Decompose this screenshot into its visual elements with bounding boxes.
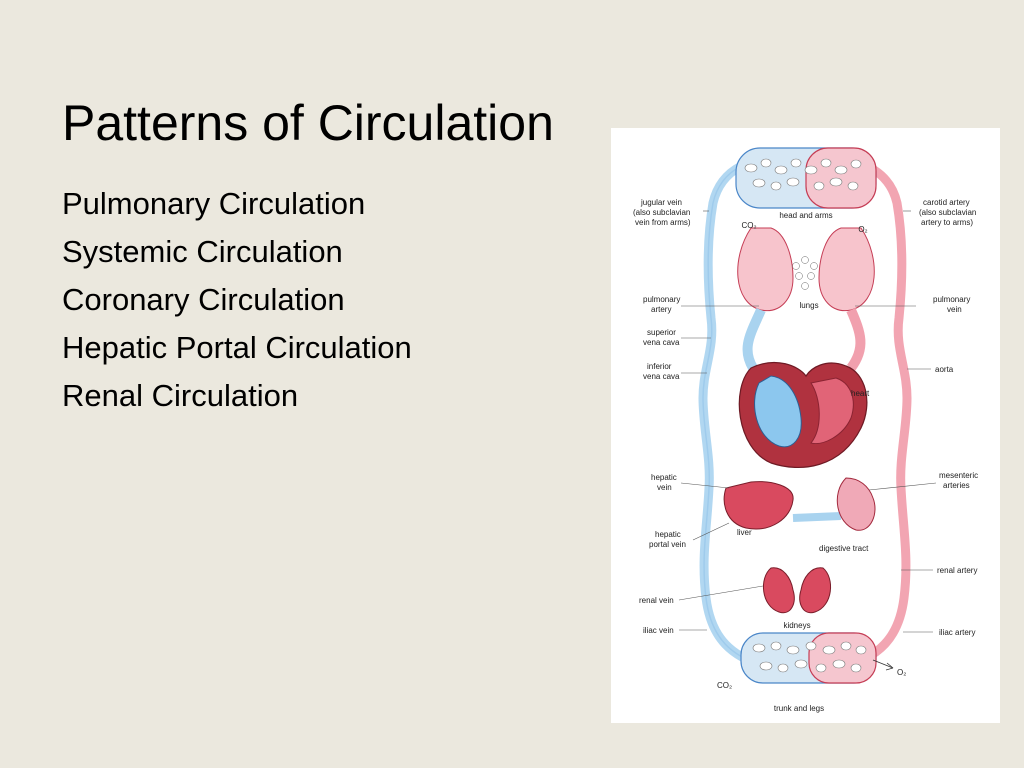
kidneys-diagram <box>763 567 831 614</box>
topic-list: Pulmonary Circulation Systemic Circulati… <box>62 180 412 420</box>
label-mesenteric-arteries-2: arteries <box>943 481 970 490</box>
topic-hepatic-portal: Hepatic Portal Circulation <box>62 330 412 365</box>
circulation-diagram-svg: jugular vein (also subclavian vein from … <box>633 147 978 713</box>
label-mesenteric-arteries-1: mesenteric <box>939 471 978 480</box>
diagram-labels: jugular vein (also subclavian vein from … <box>633 198 978 713</box>
artery-loop-right <box>810 151 912 673</box>
label-kidneys: kidneys <box>783 621 810 630</box>
label-pulmonary-artery-2: artery <box>651 305 671 314</box>
label-carotid-artery-2: (also subclavian <box>919 208 976 217</box>
label-hepatic-vein-1: hepatic <box>651 473 677 482</box>
label-o2-top: O₂ <box>858 225 867 234</box>
capillary-bed-trunk <box>740 632 877 684</box>
circulation-diagram: jugular vein (also subclavian vein from … <box>611 128 1000 723</box>
topic-systemic: Systemic Circulation <box>62 234 343 269</box>
slide-title: Patterns of Circulation <box>62 94 554 151</box>
label-aorta: aorta <box>935 365 954 374</box>
label-trunk-and-legs: trunk and legs <box>774 704 824 713</box>
label-jugular-vein-2: (also subclavian <box>633 208 690 217</box>
label-pulmonary-vein-2: vein <box>947 305 962 314</box>
label-jugular-vein-1: jugular vein <box>640 198 682 207</box>
label-co2-top: CO₂ <box>741 221 756 230</box>
label-iliac-artery: iliac artery <box>939 628 975 637</box>
label-renal-vein: renal vein <box>639 596 674 605</box>
label-lungs: lungs <box>799 301 818 310</box>
label-inferior-vena-cava-2: vena cava <box>643 372 680 381</box>
label-leaders <box>678 210 937 633</box>
topic-pulmonary: Pulmonary Circulation <box>62 186 366 221</box>
label-superior-vena-cava-2: vena cava <box>643 338 680 347</box>
label-carotid-artery-3: artery to arms) <box>921 218 973 227</box>
label-co2-bottom: CO₂ <box>717 681 732 690</box>
label-pulmonary-vein-1: pulmonary <box>933 295 970 304</box>
label-iliac-vein: iliac vein <box>643 626 674 635</box>
label-carotid-artery-1: carotid artery <box>923 198 970 207</box>
label-hepatic-vein-2: vein <box>657 483 672 492</box>
heart-diagram <box>738 361 868 469</box>
topic-renal: Renal Circulation <box>62 378 299 413</box>
label-inferior-vena-cava-1: inferior <box>647 362 672 371</box>
digestive-tract-diagram <box>836 477 876 531</box>
liver-diagram <box>723 481 794 530</box>
label-jugular-vein-3: vein from arms) <box>635 218 691 227</box>
topic-coronary: Coronary Circulation <box>62 282 345 317</box>
label-digestive-tract: digestive tract <box>819 544 869 553</box>
label-renal-artery: renal artery <box>937 566 977 575</box>
label-superior-vena-cava-1: superior <box>647 328 676 337</box>
label-head-and-arms: head and arms <box>779 211 832 220</box>
label-pulmonary-artery-1: pulmonary <box>643 295 680 304</box>
label-o2-bottom: O₂ <box>897 668 906 677</box>
vein-loop-left <box>698 151 797 673</box>
label-hepatic-portal-vein-1: hepatic <box>655 530 681 539</box>
label-liver: liver <box>737 528 752 537</box>
label-heart: heart <box>851 389 870 398</box>
lungs-diagram <box>737 227 875 312</box>
label-hepatic-portal-vein-2: portal vein <box>649 540 686 549</box>
capillary-bed-head <box>735 147 877 209</box>
